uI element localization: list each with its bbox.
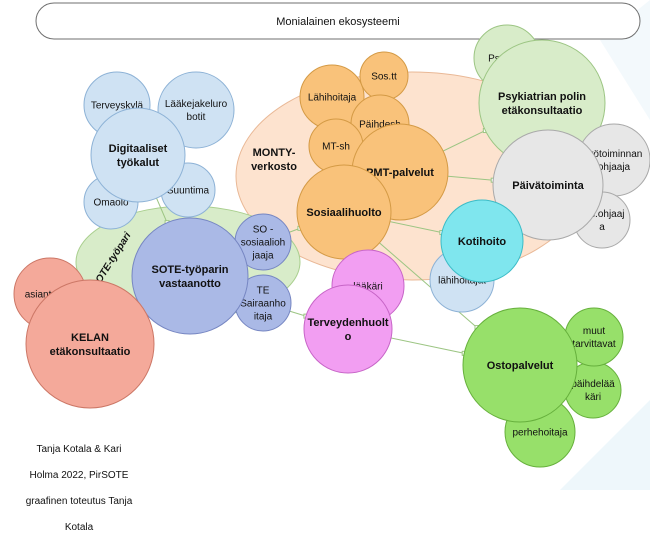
node-label-line: työtoiminnan — [586, 149, 643, 160]
node-label-line: Sos.tt — [371, 72, 397, 83]
node-label: Päihdesh — [359, 120, 401, 131]
node-label: Psykiatrian polin etäkonsultaatio — [498, 91, 586, 117]
node-label-line: SOTE-työparin — [151, 264, 228, 276]
node-label: Sosiaalihuolto — [306, 207, 381, 219]
node-label-line: ohjaaja — [598, 162, 631, 173]
node-label: Digitaaliset työkalut — [109, 143, 168, 169]
node-psyk-etakons: Psykiatrian polin etäkonsultaatio — [478, 39, 606, 167]
node-digitaaliset: Digitaaliset työkalut — [90, 107, 186, 203]
ecosystem-diagram: Monialainen ekosysteemiMONTY-verkostoSOT… — [13, 0, 650, 490]
node-label-line: SO - — [253, 225, 274, 236]
node-label-line: Terveydenhuolt — [307, 317, 388, 329]
node-label-line: Terveyskylä — [91, 101, 144, 112]
node-label-line: sosiaalioh — [241, 238, 285, 249]
node-kelan: KELAN etäkonsultaatio — [25, 279, 155, 409]
node-sosiaalihuolto: Sosiaalihuolto — [296, 164, 392, 260]
node-label-line: Digitaaliset — [109, 143, 168, 155]
node-label-line: Päivätoiminta — [512, 180, 584, 192]
node-label: MT-sh — [322, 142, 350, 153]
node-label-line: Lääkejakeluro — [165, 99, 228, 110]
node-label: muut tarvittavat — [572, 326, 616, 350]
credit-text: Tanja Kotala & Kari Holma 2022, PirSOTE … — [0, 430, 158, 547]
node-label-line: muut — [583, 326, 605, 337]
node-label: Omaolo — [93, 198, 128, 209]
node-ostopalvelut: Ostopalvelut — [462, 307, 578, 423]
node-label-line: sos.ohjaaj — [579, 209, 624, 220]
label-line: verkosto — [251, 161, 297, 173]
header-title: Monialainen ekosysteemi — [276, 16, 400, 28]
node-label: PMT-palvelut — [366, 167, 434, 179]
node-label-line: Kotihoito — [458, 236, 507, 248]
node-label: lähihoitajat — [438, 276, 486, 287]
node-label: Terveydenhuolt o — [307, 317, 388, 343]
node-label-line: TE — [257, 286, 270, 297]
node-circle — [303, 284, 393, 374]
node-label-line: o — [345, 331, 352, 343]
node-label-line: jaaja — [251, 251, 274, 262]
credit-line: graafinen toteutus Tanja — [25, 496, 133, 507]
node-circle — [492, 129, 604, 241]
node-sos-tt: Sos.tt — [359, 51, 409, 101]
node-label: Päivätoiminta — [512, 180, 584, 192]
node-label: Lähihoitaja — [308, 93, 357, 104]
node-label: lääkäri — [353, 282, 382, 293]
credit-line: Kotala — [64, 522, 94, 533]
node-label-line: KELAN — [71, 332, 109, 344]
node-label-line: itaja — [254, 312, 273, 323]
node-label: perhehoitaja — [512, 428, 567, 439]
node-label-line: Psykiatrian polin — [498, 91, 586, 103]
node-label-line: Lähihoitaja — [308, 93, 357, 104]
node-label: SO - sosiaalioh jaaja — [241, 225, 285, 262]
node-kotihoito: Kotihoito — [440, 199, 524, 283]
node-label-line: Suuntima — [167, 186, 210, 197]
node-label-line: käri — [585, 392, 601, 403]
node-label: TE Sairaanho itaja — [240, 286, 286, 323]
node-circle — [131, 217, 249, 335]
node-label-line: lääkäri — [353, 282, 382, 293]
node-label-line: a — [599, 222, 605, 233]
node-label: Terveyskylä — [91, 101, 144, 112]
node-label: Suuntima — [167, 186, 210, 197]
node-label-line: Sosiaalihuolto — [306, 207, 381, 219]
node-circle — [440, 199, 524, 283]
node-label: Kotihoito — [458, 236, 507, 248]
node-label: Lääkejakeluro botit — [165, 99, 228, 123]
node-label-line: päihdelää — [571, 379, 615, 390]
node-label-line: lähihoitajat — [438, 276, 486, 287]
node-label-line: Ostopalvelut — [487, 360, 554, 372]
node-label: Sos.tt — [371, 72, 397, 83]
credit-line: Tanja Kotala & Kari — [36, 444, 122, 455]
node-circle — [25, 279, 155, 409]
background-decoration — [560, 400, 650, 490]
label-line: MONTY- — [253, 147, 296, 159]
node-label-line: etäkonsultaatio — [502, 105, 583, 117]
node-label: päihdelää käri — [571, 379, 615, 403]
node-label-line: Omaolo — [93, 198, 128, 209]
node-label-line: PMT-palvelut — [366, 167, 434, 179]
node-label: Ostopalvelut — [487, 360, 554, 372]
node-circle — [90, 107, 186, 203]
node-label: työtoiminnan ohjaaja — [586, 149, 643, 173]
node-label: SOTE-työparin vastaanotto — [151, 264, 228, 290]
node-label-line: etäkonsultaatio — [50, 346, 131, 358]
node-label: sos.ohjaaj a — [579, 209, 624, 233]
monty-network-label: MONTY-verkosto — [251, 147, 297, 173]
node-paivatoiminta: Päivätoiminta — [492, 129, 604, 241]
node-sote-vastaanotto: SOTE-työparin vastaanotto — [131, 217, 249, 335]
node-label-line: perhehoitaja — [512, 428, 567, 439]
node-label-line: botit — [187, 112, 206, 123]
node-terveydenhuolto: Terveydenhuolt o — [303, 284, 393, 374]
node-label: KELAN etäkonsultaatio — [50, 332, 131, 358]
node-label-line: Päihdesh — [359, 120, 401, 131]
credit-line: Holma 2022, PirSOTE — [29, 470, 129, 481]
node-label-line: työkalut — [117, 157, 160, 169]
node-label-line: vastaanotto — [159, 278, 221, 290]
node-label-line: MT-sh — [322, 142, 350, 153]
node-label-line: tarvittavat — [572, 339, 616, 350]
node-circle — [462, 307, 578, 423]
node-label-line: Sairaanho — [240, 299, 286, 310]
